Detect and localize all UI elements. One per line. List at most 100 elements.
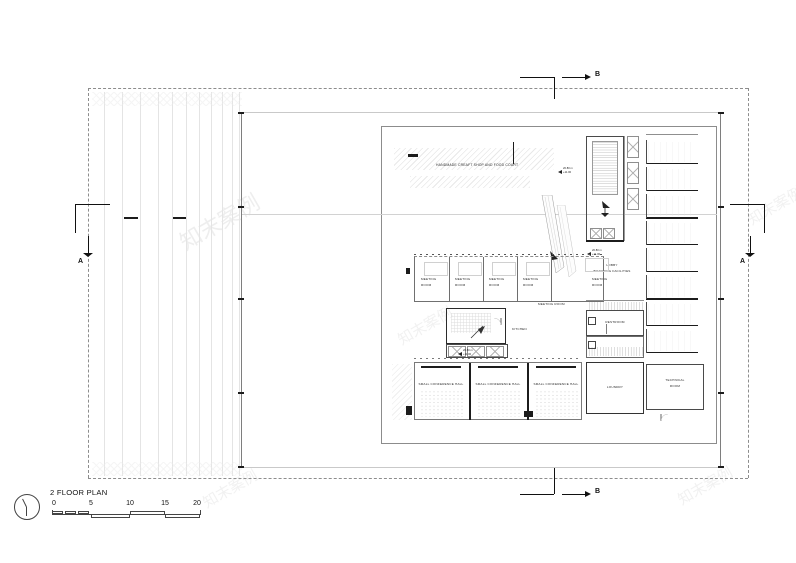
section-marker-a-right: A — [740, 258, 746, 265]
restroom-secondary — [586, 336, 644, 358]
landscape-stripe — [172, 92, 173, 476]
grid-dash-line — [414, 358, 582, 359]
landscape-stripe — [222, 92, 223, 476]
table-furniture — [458, 262, 482, 276]
scale-bar-block — [78, 510, 89, 514]
stage-platform — [421, 366, 461, 368]
section-arrow-b-bottom-tail — [520, 494, 554, 495]
building-outline-right — [720, 112, 721, 468]
restroom — [586, 302, 644, 336]
grid-tick — [718, 466, 724, 468]
grid-tick — [238, 298, 244, 300]
door-block — [406, 268, 410, 274]
escalator-icon — [556, 204, 577, 278]
fixture-block — [408, 154, 418, 157]
stage-platform — [536, 366, 576, 368]
section-marker-b-bottom: B — [595, 488, 601, 495]
section-arrow-b-top — [562, 77, 586, 78]
section-arrow-head-icon — [83, 253, 93, 257]
technical-room — [646, 364, 704, 410]
room-label-meeting-2-line1: MEETING — [455, 277, 471, 281]
landscape-stripe — [158, 92, 159, 476]
scale-tick-20: 20 — [193, 500, 201, 507]
small-room — [646, 194, 698, 219]
room-label-kitchen: KITCHEN — [512, 327, 527, 331]
seating-hatch — [420, 390, 464, 417]
scale-bar-block — [52, 510, 63, 514]
section-arrow-a-left — [88, 236, 89, 254]
grid-tick — [238, 466, 244, 468]
room-label-conference-3: SMALL CONFERENCE HALL — [533, 382, 579, 386]
room-label-technical-2: ROOM — [669, 384, 681, 388]
core-wall — [586, 240, 624, 242]
scale-tick-10: 10 — [126, 500, 134, 507]
partition-wall — [527, 363, 529, 420]
fixture-block — [588, 317, 596, 325]
grid-tick — [718, 206, 724, 208]
elevation-arrow-icon — [587, 251, 591, 256]
door-swing-icon — [660, 409, 674, 422]
partition-wall — [517, 257, 518, 302]
section-leader-line — [554, 468, 555, 494]
room-label-meeting-3-line1: MEETING — [489, 277, 505, 281]
site-boundary-bottom — [88, 478, 748, 479]
elevation-arrow-icon — [558, 169, 562, 174]
site-boundary-top — [88, 88, 748, 89]
landscape-stripe — [239, 92, 240, 476]
small-room — [646, 167, 698, 192]
landscape-stripe — [104, 92, 105, 476]
watermark: 知末案例 — [674, 463, 736, 509]
floorplate-left — [381, 126, 382, 444]
door-block — [524, 411, 533, 417]
section-arrow-head-icon — [585, 491, 591, 497]
axis-line-horizontal — [242, 214, 717, 215]
grid-tick — [124, 217, 138, 219]
scale-bar-line — [52, 514, 200, 515]
small-room — [646, 140, 698, 165]
partition-wall — [469, 363, 471, 420]
scale-bar-block — [165, 514, 200, 518]
seating-hatch — [477, 390, 521, 417]
site-boundary-left — [88, 88, 89, 478]
floorplate-top — [381, 126, 717, 127]
restroom-wall-top — [586, 300, 644, 301]
section-arrow-b-top-tail — [520, 77, 554, 78]
scale-tick-0: 0 — [52, 500, 56, 507]
lift-shaft — [627, 162, 639, 184]
room-label-meeting-1-line1: MEETING — [421, 277, 437, 281]
section-elbow-a-left — [75, 204, 110, 233]
room-label-meeting-5-line2: ROOM — [592, 283, 603, 287]
grid-tick — [173, 217, 186, 219]
elevator-cab — [590, 228, 602, 239]
section-arrow-head-icon — [745, 253, 755, 257]
floorplate-right — [716, 126, 717, 444]
grid-tick — [718, 392, 724, 394]
room-label-lobby: LOBBY — [606, 263, 618, 267]
room-label-meeting-1-line2: ROOM — [421, 283, 432, 287]
north-arrow-icon — [14, 494, 40, 520]
meeting-rooms-block — [414, 256, 604, 302]
room-label-meeting-3-line2: ROOM — [489, 283, 500, 287]
room-label-food-court: HANDMADE CREAFT SHOP AND FOOD COURT — [436, 163, 519, 167]
scale-bar-group: 2 FLOOR PLAN 0 5 10 15 20 — [14, 488, 214, 522]
small-room — [646, 275, 698, 300]
escalator-icon — [541, 194, 565, 274]
grid-tick — [718, 112, 724, 114]
planting-hatch — [92, 92, 242, 106]
stair-direction-icon — [469, 325, 487, 339]
small-room — [646, 329, 698, 354]
food-court-hatch — [410, 176, 530, 188]
scale-bar-block — [91, 514, 130, 518]
partition-wall — [551, 257, 552, 302]
lift-shaft — [627, 136, 639, 158]
small-room — [646, 248, 698, 273]
section-arrow-head-icon — [585, 74, 591, 80]
room-label-conference-1: SMALL CONFERENCE HALL — [418, 382, 464, 386]
elevation-tag-conference: 20.80 m +11.00 — [458, 349, 473, 356]
section-marker-a-left: A — [78, 258, 84, 265]
escalator-group-2 — [556, 204, 578, 278]
elevator-cab — [603, 228, 615, 239]
landscape-stripe — [122, 92, 123, 476]
small-room — [646, 221, 698, 246]
